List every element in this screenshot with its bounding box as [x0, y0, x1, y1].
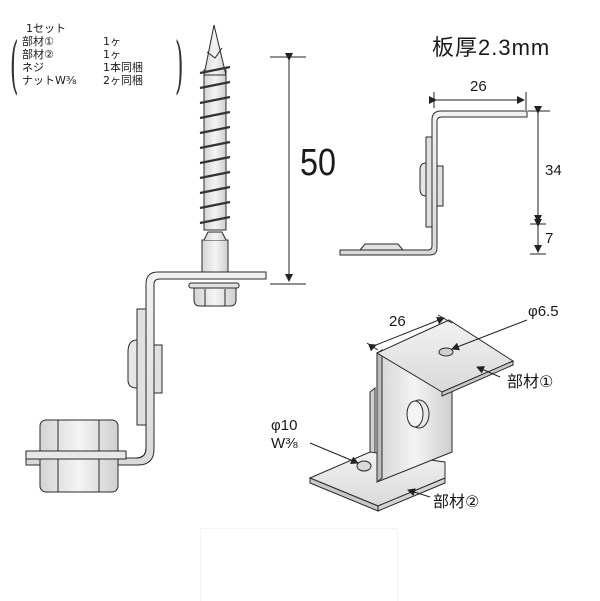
set-contents-list: ( ) 1セット 部材① 1ヶ 部材② 1ヶ ネジ 1本同梱 ナットW⅜ 2ヶ同…: [10, 22, 184, 101]
dimension-side-width: 26: [470, 78, 487, 95]
part-label-1: 部材①: [507, 372, 554, 391]
bracket-assembly: [25, 271, 267, 493]
isometric-dimensions: [309, 314, 528, 498]
dimension-hole-small: φ6.5: [528, 303, 559, 320]
dimension-hole-large: φ10: [271, 417, 298, 434]
dimension-iso-width: 26: [389, 313, 406, 330]
dimension-screw-length: 50: [300, 142, 336, 184]
dimension-side-height: 34: [545, 162, 562, 179]
empty-frame: [200, 528, 398, 601]
set-title: 1セット: [26, 22, 66, 35]
side-elevation-dimensions: [429, 92, 550, 255]
left-bracket: (: [10, 28, 19, 101]
dimension-side-offset: 7: [545, 230, 554, 247]
part-label-2: 部材②: [433, 492, 480, 511]
screw: [199, 24, 231, 273]
right-bracket: ): [175, 28, 184, 101]
isometric-view: [308, 319, 515, 512]
side-elevation: [339, 110, 528, 256]
dimension-hole-thread: W⅜: [271, 435, 298, 452]
dimension-50: [270, 53, 306, 285]
plate-thickness: 板厚2.3mm: [432, 35, 551, 60]
